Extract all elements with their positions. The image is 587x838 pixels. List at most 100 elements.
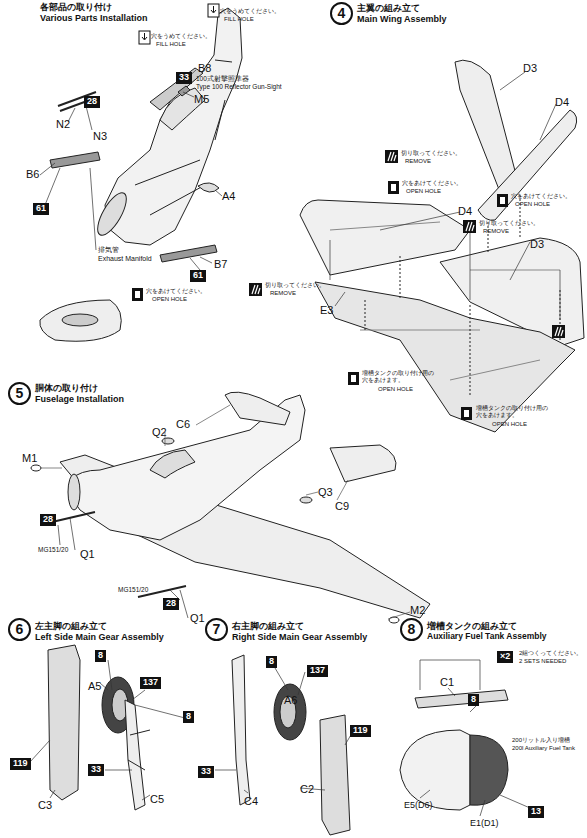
part-label: B6 (26, 168, 39, 181)
part-label: A6 (284, 694, 297, 707)
node-text: 28 (166, 598, 176, 608)
node-text: 137 (310, 665, 325, 675)
part-label: A5 (88, 680, 101, 693)
note-label: 穴をあけてください。 (511, 193, 571, 200)
callout-number: 8 (183, 711, 194, 723)
step-number: 5 (8, 382, 31, 405)
callout-number: 28 (163, 598, 179, 610)
note-label: OPEN HOLE (492, 421, 527, 428)
part-label: D3 (523, 62, 537, 75)
note-label: 穴をうめてください。 (151, 33, 211, 40)
callout-number: 61 (33, 203, 49, 215)
part-label: D4 (458, 205, 472, 218)
callout-number: 137 (140, 677, 161, 689)
part-label: E3 (320, 304, 333, 317)
node-text: 8 (186, 711, 191, 721)
note-label: REMOVE (270, 290, 296, 297)
note-label: REMOVE (405, 158, 431, 165)
note-label: Fuselage Installation (35, 394, 124, 404)
note-label: 切り取ってください。 (265, 282, 325, 289)
part-label: C3 (38, 799, 52, 812)
callout-number: 8 (468, 694, 479, 706)
node-text: 8 (408, 621, 416, 637)
note-label: 200l Auxiliary Fuel Tank (512, 745, 575, 752)
part-label: M5 (194, 93, 209, 106)
callout-number: 119 (10, 758, 31, 770)
part-label: C1 (440, 676, 454, 689)
part-label: D3 (530, 238, 544, 251)
note-label: Type 100 Reflector Gun-Sight (196, 83, 282, 90)
node-text: 61 (193, 270, 203, 280)
part-label: Q1 (190, 612, 205, 625)
callout-number: 119 (350, 725, 371, 737)
part-label: C2 (300, 783, 314, 796)
note-label: 穴をうめてください。 (220, 8, 280, 15)
part-label: C4 (244, 795, 258, 808)
note-label: Left Side Main Gear Assembly (35, 632, 164, 642)
callout-number: 61 (190, 270, 206, 282)
note-label: OPEN HOLE (152, 296, 187, 303)
callout-number: 33 (198, 766, 214, 778)
note-label: FILL HOLE (224, 16, 254, 23)
callout-number: 137 (307, 665, 328, 677)
part-label: M1 (22, 452, 37, 465)
node-text: 6 (16, 621, 24, 637)
part-label: Q2 (152, 426, 167, 439)
step-number: 7 (205, 618, 228, 641)
part-label: N2 (56, 118, 70, 131)
note-label: 2 SETS NEEDED (519, 658, 566, 665)
node-text: 33 (91, 764, 101, 774)
note-label: 各部品の取り付け (40, 2, 112, 12)
node-text: 8 (98, 650, 103, 660)
note-label: 200リットル入り増槽 (512, 737, 570, 744)
note-label: Auxiliary Fuel Tank Assembly (427, 632, 547, 642)
part-label: C5 (150, 793, 164, 806)
node-text: 28 (43, 514, 53, 524)
note-label: 主翼の組み立て (357, 3, 420, 13)
note-label: 増槽タンクの組み立て (427, 621, 517, 631)
part-label: C6 (176, 418, 190, 431)
note-label: Main Wing Assembly (357, 14, 447, 24)
note-label: MG151/20 (118, 586, 148, 593)
note-label: 穴をあけてください。 (402, 180, 462, 187)
note-label: Right Side Main Gear Assembly (232, 632, 367, 642)
note-label: E1(D1) (470, 818, 499, 828)
note-label: 2組つくってください。 (519, 650, 582, 657)
callout-number: 33 (176, 72, 192, 84)
node-text: 28 (87, 96, 97, 106)
node-text: 5 (16, 385, 24, 401)
note-label: OPEN HOLE (515, 201, 550, 208)
note-label: REMOVE (483, 228, 509, 235)
node-text: 4 (338, 5, 346, 21)
callout-number: 8 (266, 656, 277, 668)
note-label: E5(D6) (404, 800, 433, 810)
node-text: 33 (201, 766, 211, 776)
part-label: Q1 (80, 548, 95, 561)
note-label: 穴をあけてください。 (146, 288, 206, 295)
note-label: FILL HOLE (156, 41, 186, 48)
node-text: 8 (471, 694, 476, 704)
note-label: 右主脚の組み立て (232, 621, 304, 631)
part-label: M2 (410, 604, 425, 617)
callout-number: 28 (40, 514, 56, 526)
part-label: C9 (335, 500, 349, 513)
part-label: D4 (555, 96, 569, 109)
note-label: 100式射撃照準器 (196, 75, 249, 82)
node-text: 61 (36, 203, 46, 213)
part-label: B8 (198, 62, 211, 75)
part-label: B7 (214, 258, 227, 271)
node-text: 33 (179, 72, 189, 82)
node-text: ×2 (500, 651, 510, 661)
note-label: Exhaust Manifold (98, 255, 152, 263)
note-label: MG151/20 (38, 546, 68, 553)
step-number: 8 (400, 618, 423, 641)
note-label: 左主脚の組み立て (35, 621, 107, 631)
callout-number: 28 (84, 96, 100, 108)
node-text: 119 (13, 758, 28, 768)
node-text: 13 (531, 806, 541, 816)
callout-number: 8 (95, 650, 106, 662)
callout-number: 33 (88, 764, 104, 776)
node-text: 8 (269, 656, 274, 666)
note-label: 増槽タンクの取り付け用の穴をあけます。 (476, 405, 552, 419)
